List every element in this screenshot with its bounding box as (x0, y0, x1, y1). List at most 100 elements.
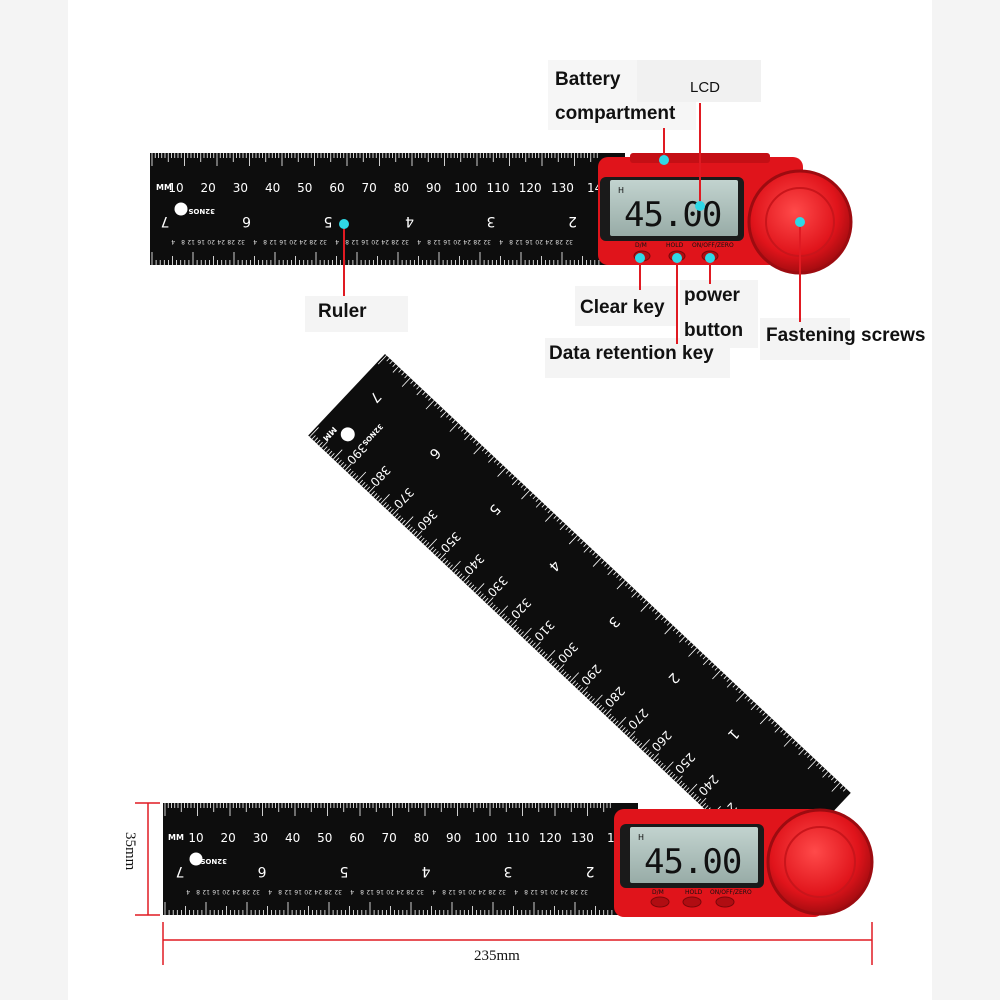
mm-tick (401, 519, 406, 525)
mm-tick (470, 584, 475, 589)
mm-tick (382, 502, 387, 507)
battery-label-line2: compartment (555, 103, 676, 124)
inch-tick (702, 655, 707, 660)
mm-number: 120 (519, 181, 542, 195)
top-ruler-hole (174, 202, 188, 216)
inch-tick (545, 512, 554, 522)
top-ruler-blade (150, 153, 625, 265)
mm-tick (354, 475, 359, 480)
bottom-lcd-value: 45.00 (644, 842, 741, 882)
mm-tick (666, 769, 671, 774)
mm-tick (359, 479, 364, 484)
fraction-mark: 12 (448, 888, 456, 895)
diagonal-ruler-arm: 3903803703603503403303203103002902802702… (308, 354, 851, 875)
inch-number: 3 (504, 863, 513, 879)
inch-tick (759, 715, 769, 725)
mm-tick (486, 597, 494, 605)
inch-tick (493, 459, 498, 463)
fraction-mark: 24 (217, 238, 225, 245)
mm-tick (437, 553, 442, 558)
inch-tick (595, 554, 599, 559)
mm-number: 100 (454, 181, 477, 195)
inch-tick (601, 560, 605, 564)
mm-tick (560, 669, 565, 674)
inch-tick (798, 745, 802, 750)
mm-tick (453, 568, 458, 574)
mm-tick (675, 775, 683, 783)
mm-tick (498, 605, 509, 616)
bottom-hold-key[interactable] (682, 896, 702, 908)
mm-tick (661, 765, 666, 770)
fraction-mark: 28 (309, 238, 317, 245)
inch-tick (708, 661, 712, 666)
mm-tick (621, 727, 626, 732)
inch-tick (583, 546, 590, 553)
top-ruler-brand: 32NOS (188, 207, 215, 215)
right-side-panel (932, 0, 1000, 1000)
mm-tick (351, 473, 356, 478)
inch-tick (511, 478, 519, 486)
fraction-mark: 20 (468, 888, 476, 895)
mm-tick (439, 552, 447, 560)
inch-tick (640, 602, 650, 612)
fraction-mark: 4 (350, 888, 354, 895)
fraction-mark: 12 (433, 238, 441, 245)
inch-tick (571, 532, 575, 536)
inch-tick (810, 757, 814, 761)
inch-tick (747, 698, 751, 702)
mm-number: 80 (414, 831, 429, 845)
mm-tick (619, 724, 624, 730)
mm-number: 30 (233, 181, 248, 195)
fraction-mark: 32 (580, 888, 588, 895)
mm-tick (474, 583, 485, 594)
mm-tick (642, 747, 647, 752)
inch-tick (774, 723, 778, 727)
mm-tick (392, 508, 399, 516)
fraction-mark: 32 (334, 888, 342, 895)
inch-tick (463, 431, 468, 435)
fraction-mark: 4 (417, 238, 421, 245)
fraction-mark: 20 (535, 238, 543, 245)
inch-tick (798, 748, 805, 756)
fraction-mark: 24 (478, 888, 486, 895)
inch-tick (440, 411, 447, 418)
inch-tick (472, 439, 477, 443)
mm-tick (557, 664, 565, 672)
mm-tick (311, 435, 316, 440)
bottom-power-key[interactable] (715, 896, 735, 908)
inch-tick (496, 461, 501, 466)
inch-tick (452, 419, 456, 424)
fraction-mark: 32 (319, 238, 327, 245)
inch-number: 2 (586, 863, 595, 879)
mm-tick (607, 713, 612, 718)
fraction-mark: 8 (196, 888, 200, 895)
inch-tick (762, 712, 766, 716)
inch-tick (726, 681, 733, 688)
fraction-mark: 28 (473, 238, 481, 245)
mm-tick (680, 782, 685, 788)
bottom-btn-label-hold: HOLD (685, 889, 703, 896)
width-dimension-label: 235mm (474, 948, 520, 964)
mm-tick (536, 646, 541, 652)
mm-tick (524, 635, 529, 640)
inch-tick (422, 391, 426, 396)
mm-tick (517, 629, 522, 634)
inch-tick (616, 580, 626, 590)
inch-tick (628, 585, 632, 590)
mm-tick (505, 617, 510, 623)
mm-tick (446, 562, 451, 567)
fraction-mark: 16 (376, 888, 384, 895)
fraction-mark: 12 (284, 888, 292, 895)
bottom-ruler-mm-ticks (164, 803, 611, 816)
fraction-mark: 16 (279, 238, 287, 245)
mm-tick (659, 762, 664, 768)
fastening-label: Fastening screws (766, 325, 925, 346)
data-retention-label: Data retention key (549, 343, 714, 364)
inch-tick (523, 487, 527, 491)
bottom-clear-key[interactable] (650, 896, 670, 908)
inch-tick (458, 425, 462, 429)
mm-tick (387, 506, 392, 511)
fraction-mark: 32 (565, 238, 573, 245)
mm-tick (649, 753, 654, 759)
mm-tick (526, 638, 531, 643)
